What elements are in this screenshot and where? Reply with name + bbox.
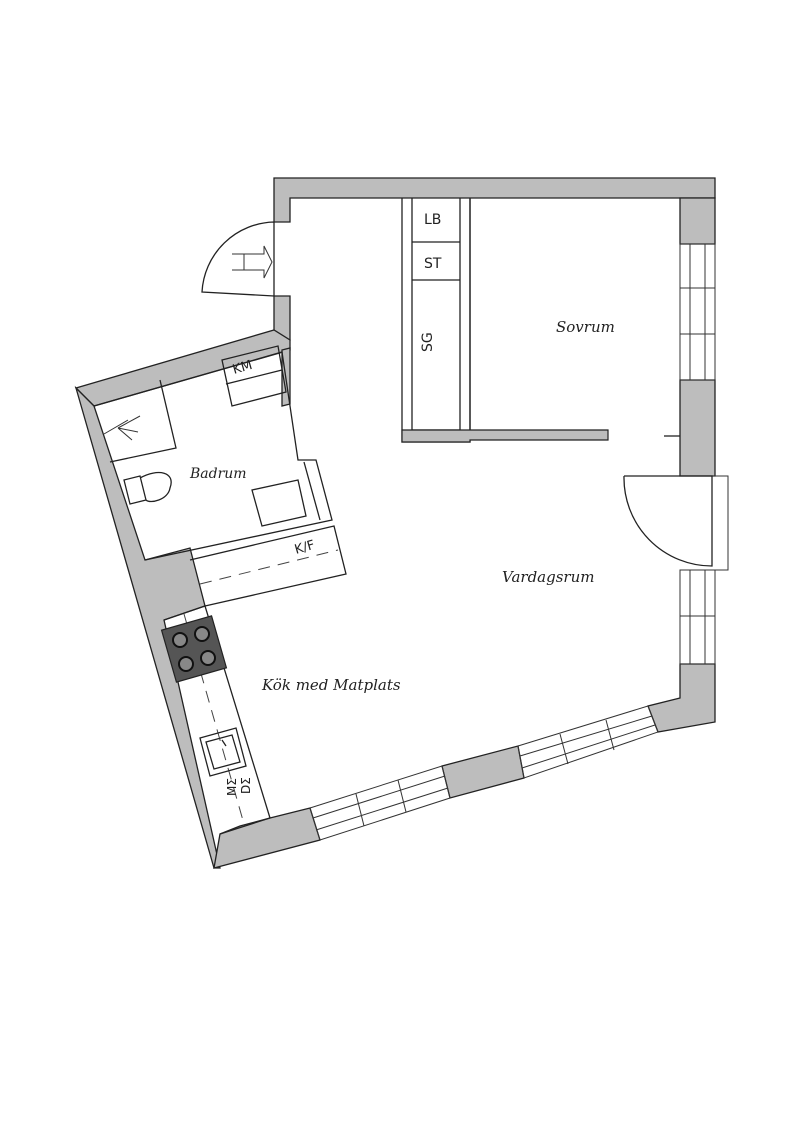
kitchen-fixtures — [160, 615, 247, 777]
balcony-door — [623, 475, 713, 567]
wall-bedroom-bottom — [401, 429, 609, 443]
interior-walls — [93, 198, 680, 835]
washing-machine-km — [221, 345, 287, 407]
wall-bottom-middle — [441, 745, 525, 799]
door-frame-right — [712, 475, 729, 571]
room-label-badrum: Badrum — [189, 466, 247, 482]
label-mdm: MΣ — [225, 778, 239, 796]
label-mdm-2: DΣ — [239, 777, 253, 794]
closet-inner — [411, 198, 461, 431]
wall-right-middle — [679, 379, 716, 477]
kitchen-sink-icon — [199, 727, 247, 777]
window-bottom-left — [309, 765, 451, 841]
wall-bottom-left — [213, 807, 321, 869]
room-label-vardagsrum: Vardagsrum — [502, 568, 594, 586]
label-st: ST — [424, 256, 442, 272]
shower-area — [109, 379, 177, 463]
label-lb: LB — [424, 212, 441, 228]
doors — [201, 221, 713, 567]
windows — [309, 243, 729, 841]
entrance-arrow-icon — [232, 245, 273, 279]
counter-left-dash — [183, 613, 245, 825]
burner-icon — [200, 650, 216, 666]
label-sg: SG — [420, 332, 436, 352]
window-bottom-right — [517, 705, 659, 779]
room-label-sovrum: Sovrum — [556, 318, 615, 336]
exterior-walls — [74, 177, 716, 869]
sink-bath — [251, 479, 307, 527]
burner-icon — [178, 656, 194, 672]
wall-top — [273, 177, 716, 223]
counter-dash — [199, 549, 339, 585]
kitchen-counter-top — [189, 525, 347, 607]
bathroom-fixtures — [103, 345, 307, 527]
room-label-kok: Kök med Matplats — [261, 676, 401, 694]
window-right-upper — [679, 243, 716, 381]
burner-icon — [172, 632, 188, 648]
kitchen-counter-left — [163, 605, 271, 835]
shower-icon — [103, 415, 141, 441]
label-km: KM — [231, 358, 254, 378]
bath-inner-wall — [93, 351, 333, 561]
wall-bath-top — [74, 329, 291, 407]
bath-inner-wall-2 — [303, 461, 321, 521]
toilet-icon — [123, 471, 172, 505]
wall-right-upper — [679, 197, 716, 245]
burner-icon — [194, 626, 210, 642]
wall-right-lower — [647, 663, 716, 733]
label-kf: K/F — [293, 538, 317, 558]
entrance-door — [201, 221, 275, 297]
window-right-lower — [679, 569, 716, 665]
